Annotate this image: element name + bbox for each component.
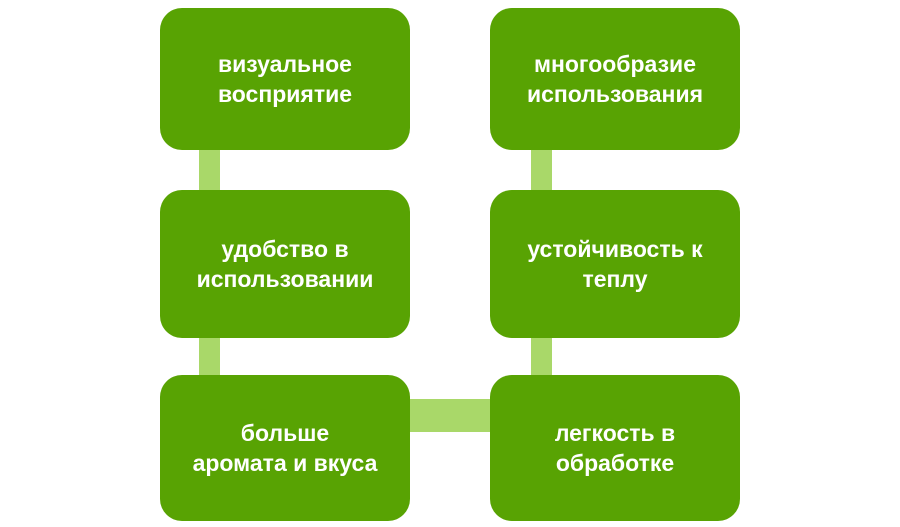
connector-left-middle-bottom	[199, 333, 220, 381]
box-variety-of-use-label: многообразие использования	[526, 50, 704, 107]
box-heat-resistance-label: устойчивость к теплу	[527, 235, 703, 292]
box-heat-resistance: устойчивость к теплу	[490, 190, 740, 338]
box-visual-perception-label: визуальное восприятие	[217, 50, 353, 107]
box-ease-of-processing: легкость в обработке	[490, 375, 740, 521]
box-ease-of-processing-label: легкость в обработке	[554, 419, 676, 476]
box-ease-of-use: удобство в использовании	[160, 190, 410, 338]
connector-bottom-horizontal	[400, 399, 500, 432]
box-visual-perception: визуальное восприятие	[160, 8, 410, 150]
box-more-aroma-taste-label: больше аромата и вкуса	[192, 419, 378, 476]
box-more-aroma-taste: больше аромата и вкуса	[160, 375, 410, 521]
connector-right-middle-bottom	[531, 333, 552, 381]
box-variety-of-use: многообразие использования	[490, 8, 740, 150]
connector-left-top-middle	[199, 145, 220, 195]
box-ease-of-use-label: удобство в использовании	[196, 235, 374, 292]
connector-right-top-middle	[531, 145, 552, 195]
